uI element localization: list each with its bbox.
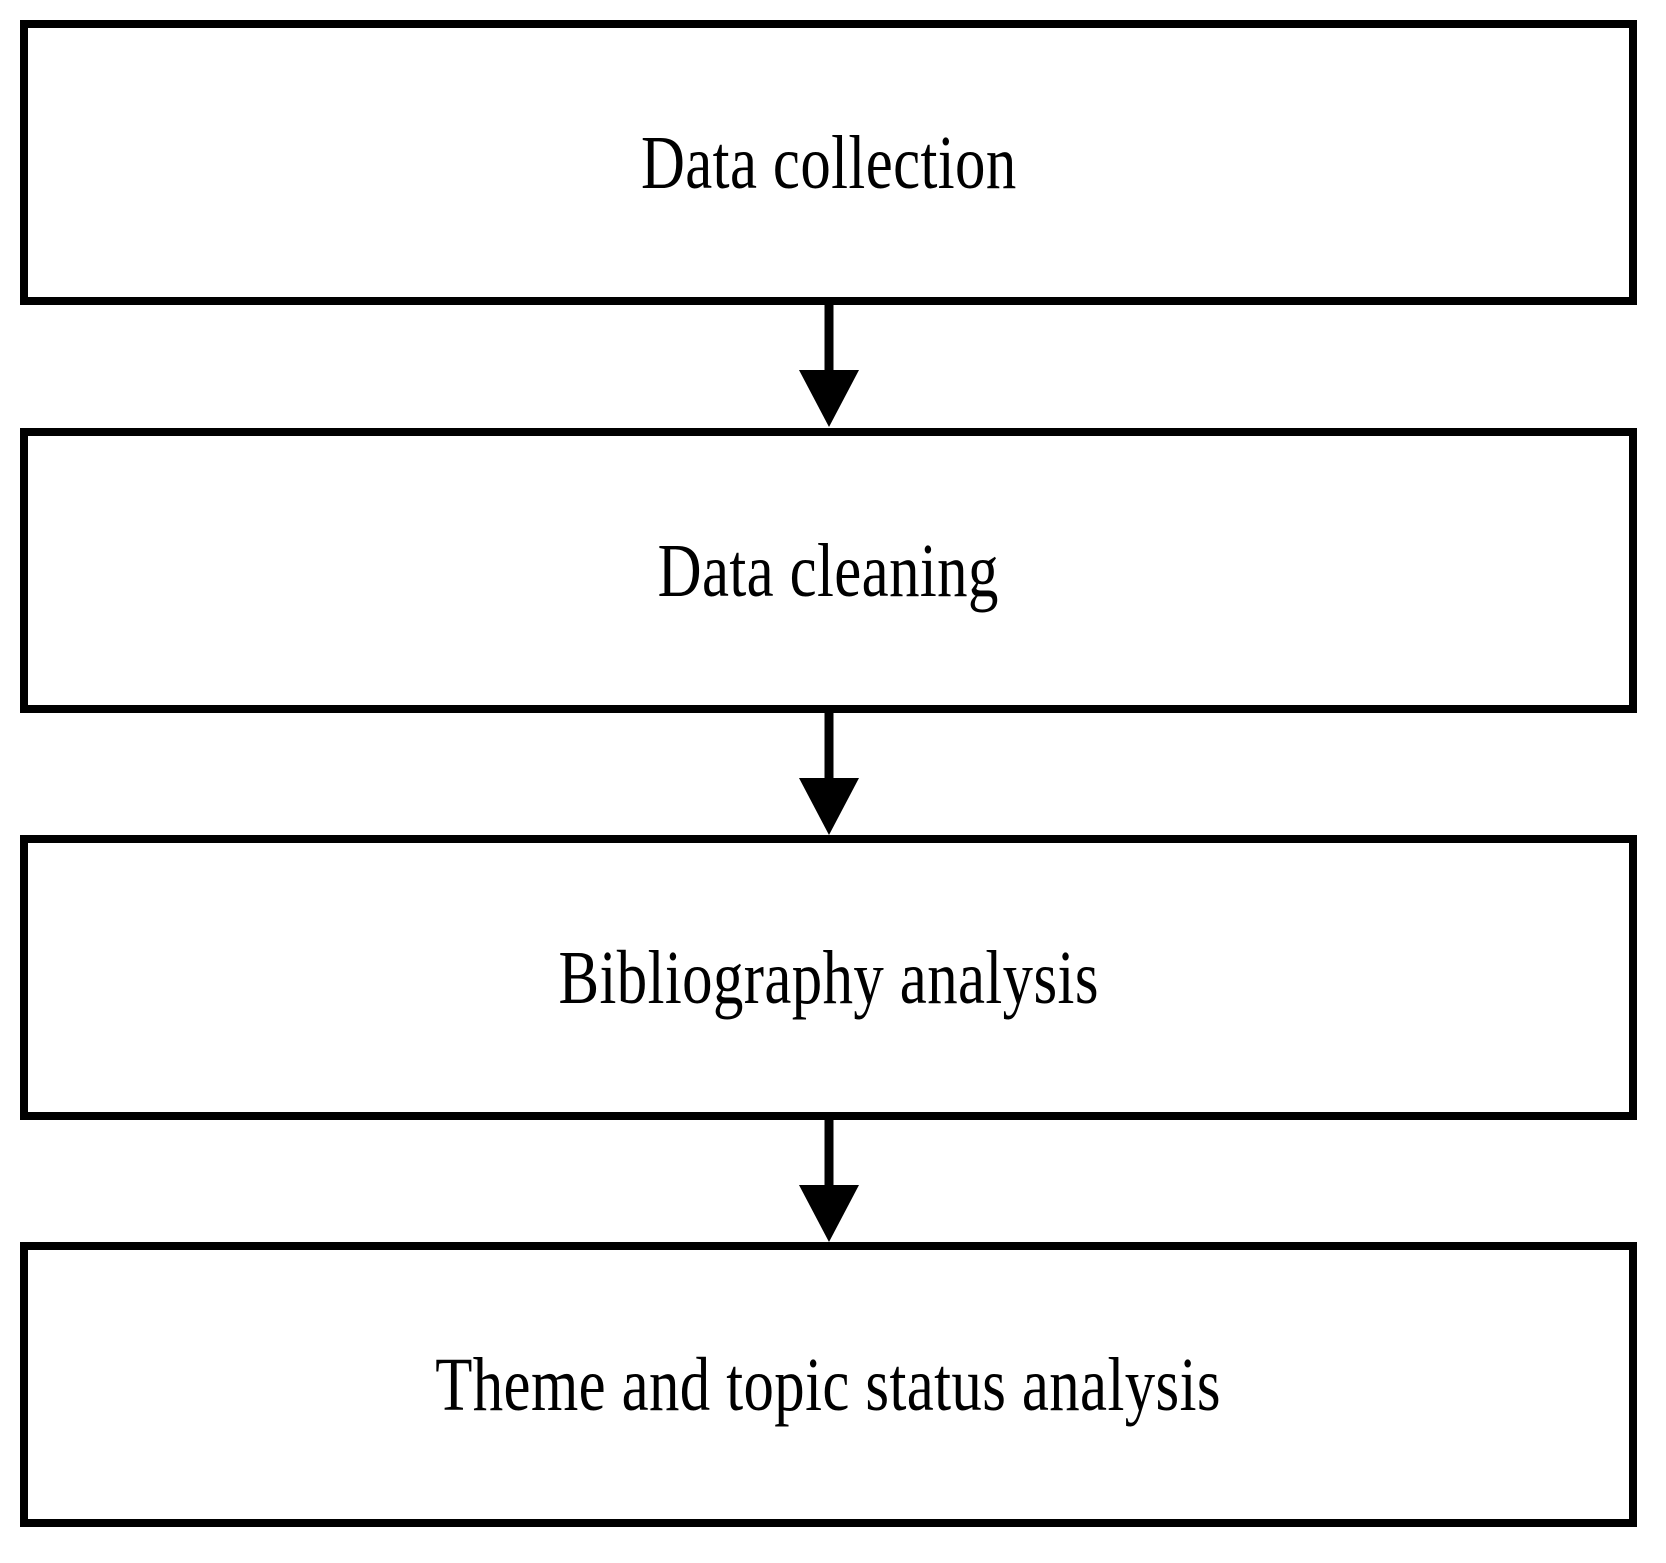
arrow-head-icon bbox=[799, 778, 859, 835]
flowchart-node-data-cleaning: Data cleaning bbox=[20, 428, 1637, 713]
flowchart-arrow-3 bbox=[799, 1120, 859, 1242]
arrow-head-icon bbox=[799, 1185, 859, 1242]
flowchart-node-bibliography-analysis: Bibliography analysis bbox=[20, 835, 1637, 1120]
node-label: Data cleaning bbox=[657, 528, 1000, 613]
arrow-head-icon bbox=[799, 370, 859, 427]
flowchart-node-theme-and-topic-status-analysis: Theme and topic status analysis bbox=[20, 1242, 1637, 1527]
node-label: Bibliography analysis bbox=[558, 935, 1099, 1020]
node-label: Theme and topic status analysis bbox=[435, 1342, 1222, 1427]
flowchart-arrow-2 bbox=[799, 713, 859, 835]
node-label: Data collection bbox=[640, 120, 1017, 205]
flowchart-node-data-collection: Data collection bbox=[20, 20, 1637, 305]
flowchart-arrow-1 bbox=[799, 305, 859, 427]
